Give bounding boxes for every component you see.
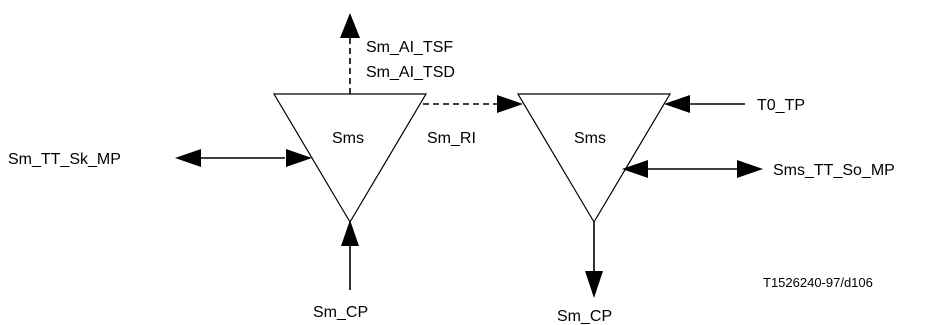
right-sms-triangle [516,93,672,224]
so-mp-label: Sms_TT_So_MP [773,162,895,179]
tp-label: T0_TP [757,97,805,114]
sk-mp-arrowhead-right [286,149,312,167]
ai-output-arrowhead-up [340,13,360,38]
sk-mp-arrowhead-left [175,149,201,167]
right-cp-label: Sm_CP [557,308,612,325]
left-cp-arrowhead-up [341,220,359,246]
right-cp-arrowhead-down [585,271,603,298]
sk-mp-label: Sm_TT_Sk_MP [8,151,121,168]
ri-label: Sm_RI [427,130,476,147]
so-mp-arrowhead-left [622,160,648,178]
right-sms-label: Sms [574,130,606,147]
ai-tsf-label: Sm_AI_TSF [366,39,453,56]
left-cp-label: Sm_CP [313,304,368,321]
figure-id: T1526240-97/d106 [763,275,873,290]
so-mp-arrowhead-right [737,160,763,178]
tp-arrowhead-left [664,95,690,113]
ri-arrowhead-right [497,95,523,113]
ai-tsd-label: Sm_AI_TSD [366,64,455,81]
left-sms-label: Sms [332,130,364,147]
